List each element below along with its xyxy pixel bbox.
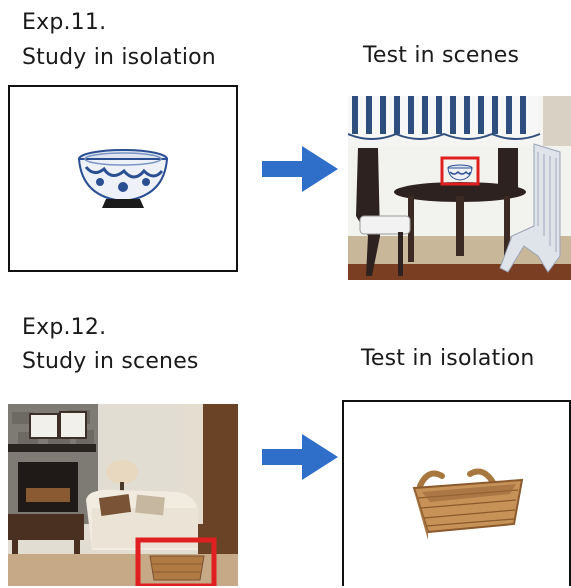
- window-curtain: [348, 96, 541, 140]
- exp12-isolation-frame: [342, 400, 571, 586]
- exp12-study-caption: Study in scenes: [22, 349, 199, 374]
- bowl-icon: [77, 149, 169, 208]
- arrow-right-icon: [262, 434, 338, 480]
- living-room-scene: [8, 404, 238, 586]
- basket-icon: [412, 468, 524, 540]
- exp12-test-caption: Test in isolation: [361, 346, 535, 371]
- bowl-highlight-box: [440, 156, 480, 186]
- dining-room-scene: [348, 96, 571, 280]
- exp11-test-caption: Test in scenes: [363, 43, 520, 68]
- exp11-study-caption: Study in isolation: [22, 45, 216, 70]
- arrow-right-icon: [262, 146, 338, 192]
- exp11-label: Exp.11.: [22, 10, 107, 35]
- exp11-isolation-frame: [8, 85, 238, 272]
- exp12-label: Exp.12.: [22, 315, 107, 340]
- basket-highlight-box: [135, 537, 217, 586]
